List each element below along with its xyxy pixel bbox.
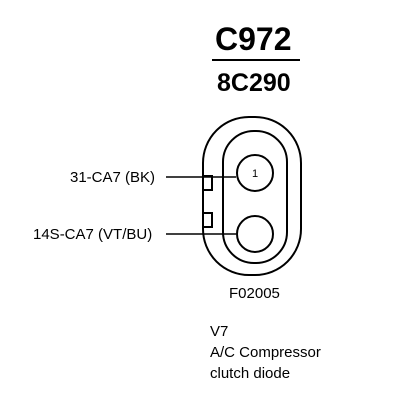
wire-label-pin-1: 31-CA7 (BK) xyxy=(70,169,155,186)
wire-label-pin-2: 14S-CA7 (VT/BU) xyxy=(33,226,152,243)
pin-2-cavity xyxy=(236,215,274,253)
locking-tab-upper xyxy=(203,175,213,191)
component-name-line-2: clutch diode xyxy=(210,365,290,382)
figure-code: F02005 xyxy=(229,285,280,302)
pin-1-number: 1 xyxy=(252,168,258,180)
component-name-line-1: A/C Compressor xyxy=(210,344,321,361)
locking-tab-lower xyxy=(203,212,213,228)
location-code: V7 xyxy=(210,323,228,340)
connector-id: C972 xyxy=(215,21,292,57)
connector-outer-shell xyxy=(202,116,302,276)
part-number: 8C290 xyxy=(217,69,291,97)
connector-inner-shell xyxy=(222,130,288,264)
pin-1-cavity xyxy=(236,154,274,192)
